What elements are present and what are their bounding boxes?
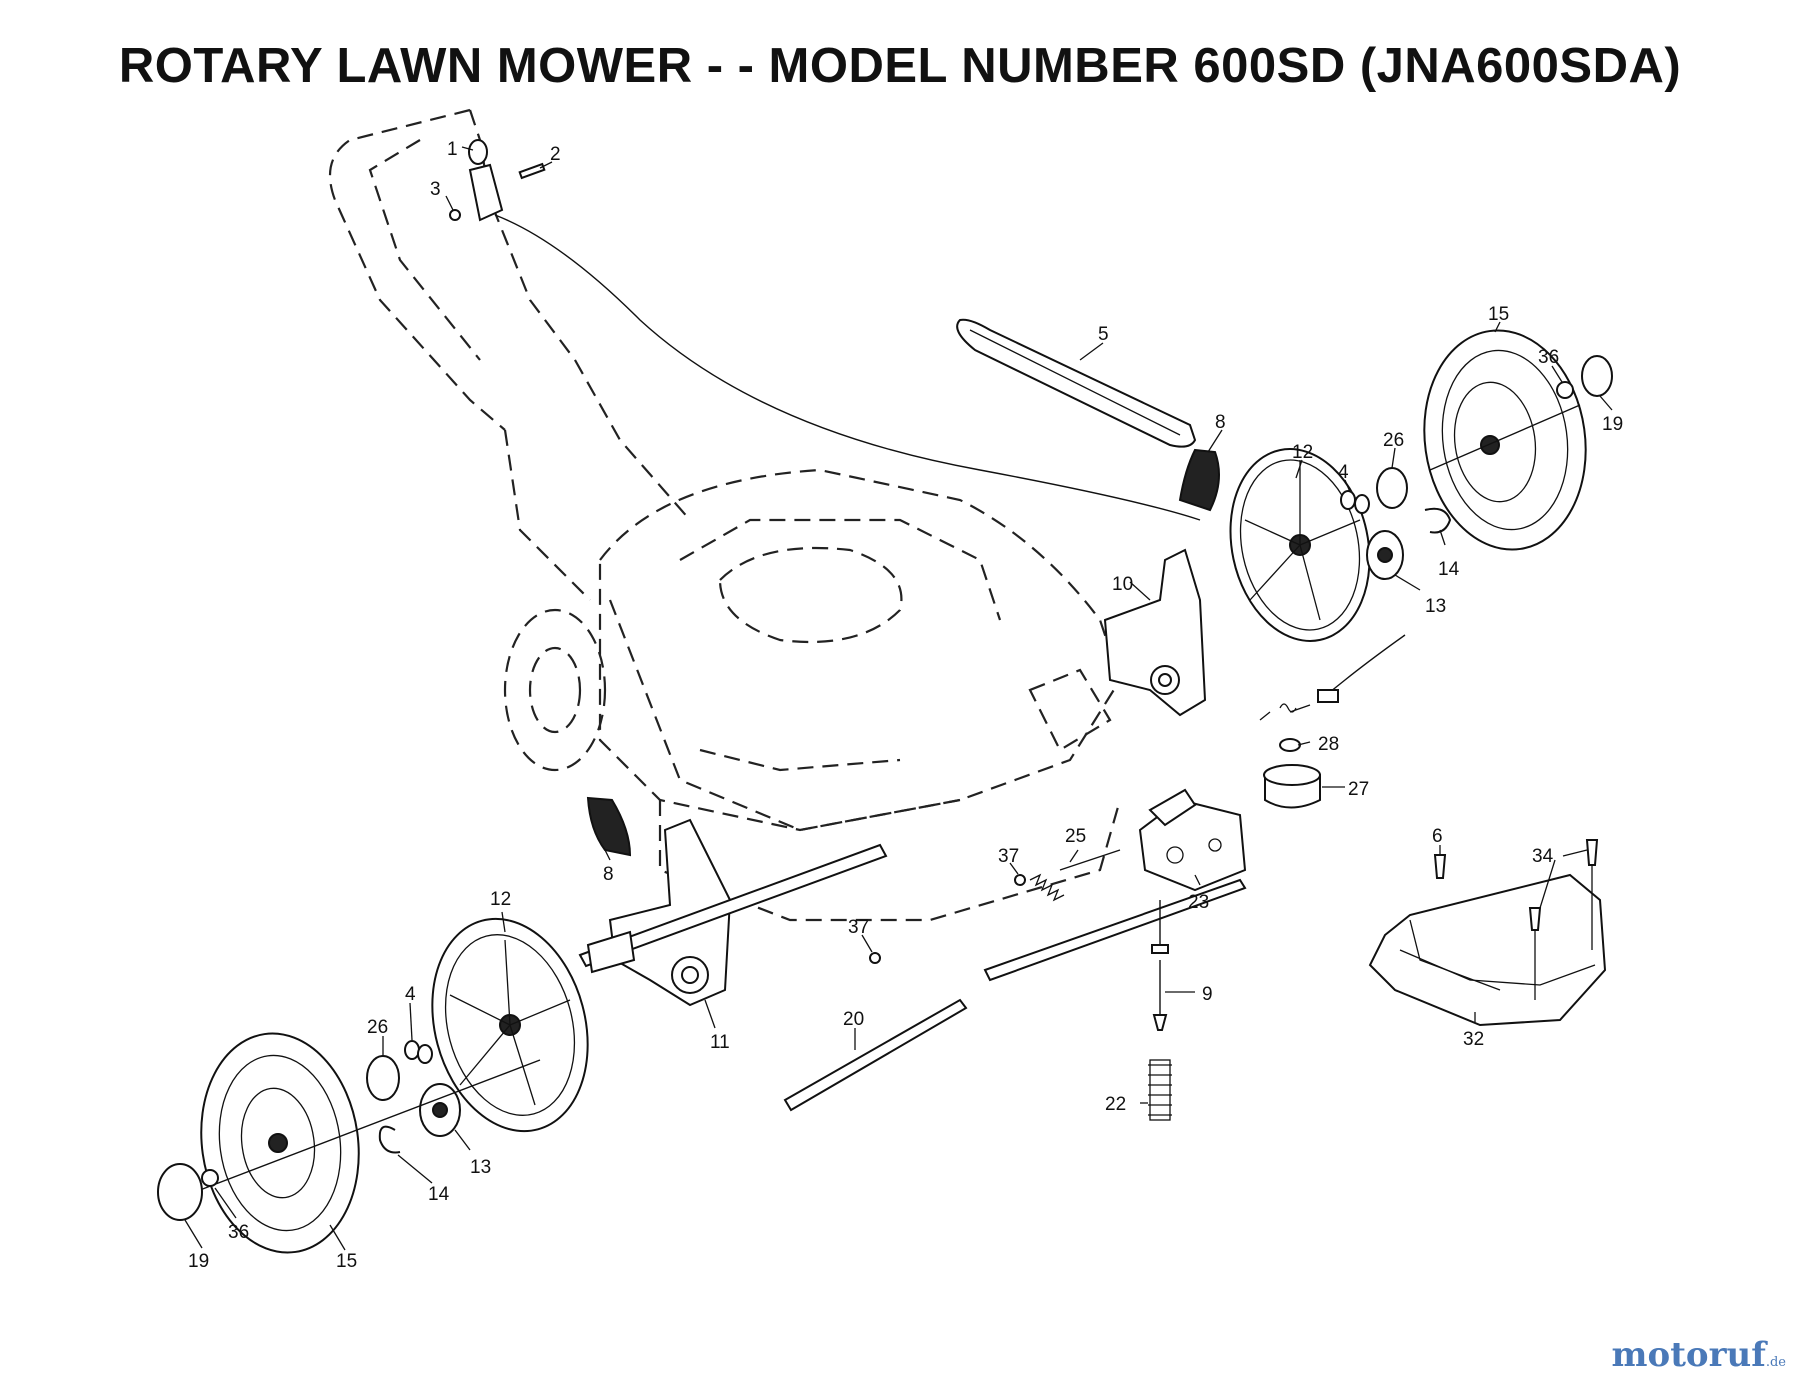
- callout-11: 11: [710, 1032, 730, 1053]
- callout-37-center: 37: [998, 846, 1019, 867]
- callout-6: 6: [1432, 826, 1443, 847]
- callout-26-left: 26: [367, 1017, 388, 1038]
- callout-9: 9: [1202, 984, 1213, 1005]
- callout-labels: 1 2 3 5 8 12 4 26 15 36 19 14 13 10 28 2…: [188, 139, 1623, 1272]
- callout-1: 1: [447, 139, 458, 160]
- mower-body-ghost: [328, 108, 1122, 922]
- wheel-cover-left: [586, 796, 632, 857]
- callout-10: 10: [1112, 574, 1133, 595]
- callout-12-left: 12: [490, 889, 511, 910]
- callout-5: 5: [1098, 324, 1109, 345]
- right-wheel-assembly: [1103, 329, 1613, 717]
- bail-lever-parts: [449, 139, 546, 222]
- callout-4-left: 4: [405, 984, 416, 1005]
- callout-3: 3: [430, 179, 441, 200]
- callout-27: 27: [1348, 779, 1369, 800]
- watermark-logo: motoruf.de: [1612, 1335, 1786, 1375]
- callout-20: 20: [843, 1009, 864, 1030]
- callout-8-left: 8: [603, 864, 614, 885]
- callout-8-right: 8: [1215, 412, 1226, 433]
- callout-19-right: 19: [1602, 414, 1623, 435]
- callout-14-right: 14: [1438, 559, 1460, 580]
- callout-23: 23: [1188, 892, 1209, 913]
- diagram-title: ROTARY LAWN MOWER - - MODEL NUMBER 600SD…: [118, 39, 1682, 93]
- callout-25: 25: [1065, 826, 1086, 847]
- transmission-parts: [983, 634, 1406, 1121]
- wheel-cover-right: [1178, 448, 1220, 512]
- left-wheel-assembly: [157, 818, 968, 1254]
- callout-15-right: 15: [1488, 304, 1509, 325]
- drive-belt: [956, 318, 1197, 448]
- watermark-brand: motoruf: [1611, 1335, 1766, 1375]
- callout-14-left: 14: [428, 1184, 450, 1205]
- callout-13-right: 13: [1425, 596, 1446, 617]
- control-cable: [494, 214, 1201, 521]
- callout-28: 28: [1318, 734, 1339, 755]
- callout-36-left: 36: [228, 1222, 249, 1243]
- callout-2: 2: [550, 144, 561, 165]
- callout-leaders: [184, 146, 1613, 1251]
- callout-15-left: 15: [336, 1251, 357, 1272]
- callout-34: 34: [1532, 846, 1554, 867]
- callout-4-right: 4: [1338, 462, 1349, 483]
- callout-13-left: 13: [470, 1157, 491, 1178]
- watermark-suffix: .de: [1765, 1355, 1786, 1370]
- callout-32: 32: [1463, 1029, 1484, 1050]
- rear-guard: [1368, 839, 1607, 1027]
- callout-19-left: 19: [188, 1251, 209, 1272]
- callout-36-right: 36: [1538, 347, 1559, 368]
- callout-12-right: 12: [1292, 442, 1313, 463]
- callout-22: 22: [1105, 1094, 1126, 1115]
- callout-37-left: 37: [848, 917, 869, 938]
- callout-26-right: 26: [1383, 430, 1404, 451]
